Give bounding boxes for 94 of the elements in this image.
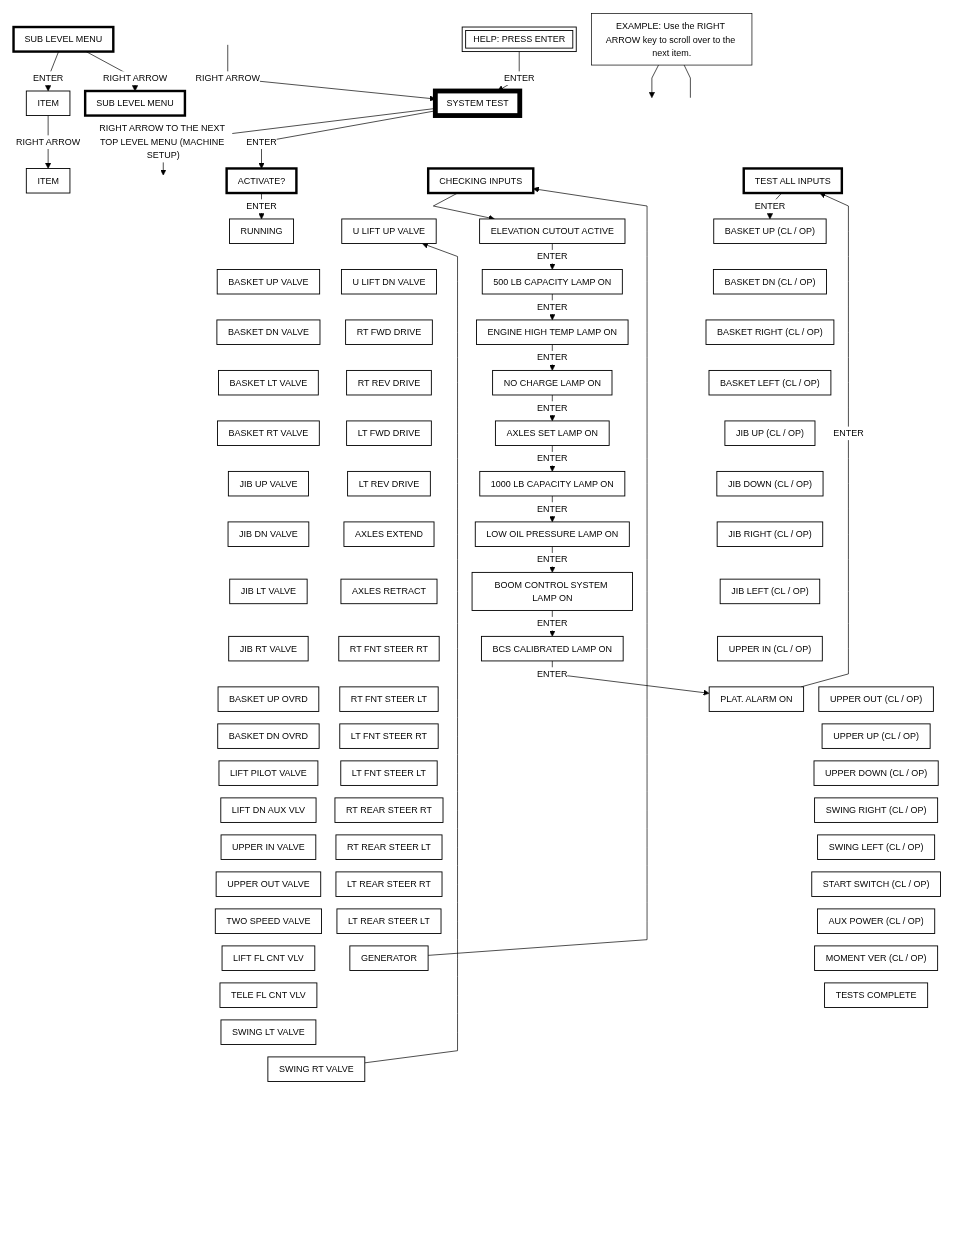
node-box: ITEM [25, 90, 71, 116]
node-box: ACTIVATE? [225, 167, 298, 195]
node-box: AXLES SET LAMP ON [494, 420, 610, 446]
edge-label: ENTER [537, 301, 568, 312]
node-box: BASKET UP (CL / OP) [713, 218, 827, 244]
node-box: JIB LEFT (CL / OP) [719, 578, 821, 605]
edge-label: RIGHT ARROW [102, 72, 168, 84]
node-box: TWO SPEED VALVE [214, 908, 322, 934]
node-box: ENGINE HIGH TEMP LAMP ON [476, 319, 629, 345]
edge-label: ENTER [537, 453, 568, 464]
node-box: UPPER UP (CL / OP) [821, 723, 931, 749]
node-box: CHECKING INPUTS [427, 167, 535, 195]
edge-label: ENTER [754, 200, 786, 211]
edge-label: ENTER [833, 427, 864, 439]
node-box: LT REAR STEER LT [336, 908, 442, 934]
node-box: RT REAR STEER RT [334, 797, 444, 823]
node-box: PLAT. ALARM ON [708, 686, 805, 712]
node-box: UPPER IN (CL / OP) [717, 635, 823, 662]
node-box: GENERATOR [349, 945, 429, 971]
node-box: BASKET LT VALVE [218, 370, 319, 396]
node-box: SWING LEFT (CL / OP) [817, 834, 936, 860]
node-box: RT FNT STEER LT [339, 686, 439, 712]
node-box: LT FWD DRIVE [346, 420, 432, 446]
node-box: JIB UP (CL / OP) [724, 420, 816, 446]
edge-label: ENTER [537, 402, 568, 413]
edge-label: ENTER [537, 554, 568, 565]
node-box: SWING LT VALVE [220, 1019, 317, 1045]
edge-label: ENTER [537, 352, 568, 363]
node-box: BASKET DN (CL / OP) [712, 269, 827, 295]
connector [683, 64, 691, 99]
node-box: UPPER IN VALVE [220, 834, 317, 860]
edge-label: ENTER [246, 200, 277, 211]
edge-label: ENTER [537, 503, 568, 514]
node-box: RUNNING [229, 218, 294, 244]
node-box: JIB DN VALVE [227, 521, 310, 547]
node-box: AXLES EXTEND [343, 521, 435, 547]
node-box: BASKET RT VALVE [217, 420, 320, 446]
node-box: LOW OIL PRESSURE LAMP ON [474, 521, 630, 547]
node-box: RT FNT STEER RT [338, 635, 440, 662]
edge-label: ENTER [246, 136, 277, 148]
node-box: LIFT FL CNT VLV [221, 945, 316, 971]
node-box: ITEM [25, 168, 71, 194]
node-box: BOOM CONTROL SYSTEM LAMP ON [471, 571, 633, 611]
node-box: NO CHARGE LAMP ON [492, 370, 613, 396]
node-box: LIFT PILOT VALVE [218, 760, 319, 786]
edge-label: RIGHT ARROW [195, 72, 260, 84]
node-box: BASKET LEFT (CL / OP) [708, 370, 832, 396]
node-box: RT REAR STEER LT [335, 834, 443, 860]
node-box: SUB LEVEL MENU [12, 25, 115, 53]
node-box: TESTS COMPLETE [824, 982, 929, 1008]
node-box: U LIFT DN VALVE [341, 269, 437, 295]
node-box: 1000 LB CAPACITY LAMP ON [479, 470, 626, 497]
node-box: RT FWD DRIVE [345, 319, 433, 345]
node-box: AUX POWER (CL / OP) [817, 908, 936, 934]
node-box: BASKET UP OVRD [217, 686, 320, 712]
node-box: JIB RIGHT (CL / OP) [716, 521, 824, 547]
node-box: ELEVATION CUTOUT ACTIVE [479, 218, 626, 244]
node-box: LIFT DN AUX VLV [220, 797, 317, 823]
node-box: BASKET RIGHT (CL / OP) [705, 319, 835, 345]
node-box: MOMENT VER (CL / OP) [814, 945, 939, 971]
node-box: BCS CALIBRATED LAMP ON [481, 635, 624, 662]
node-box: LT FNT STEER LT [340, 760, 438, 786]
node-box: JIB LT VALVE [229, 578, 308, 605]
node-box: LT REAR STEER RT [335, 871, 443, 897]
node-box: U LIFT UP VALVE [341, 218, 437, 244]
node-box: LT REV DRIVE [347, 470, 431, 497]
node-box: UPPER OUT VALVE [215, 871, 322, 897]
node-box: SWING RT VALVE [267, 1056, 366, 1082]
node-box: UPPER OUT (CL / OP) [818, 686, 934, 712]
node-box: EXAMPLE: Use the RIGHT ARROW key to scroll over to the next item. [591, 13, 753, 66]
node-box: JIB RT VALVE [228, 635, 309, 662]
node-box: START SWITCH (CL / OP) [811, 871, 941, 897]
edge-label: ENTER [537, 668, 568, 679]
edge-label: RIGHT ARROW TO THE NEXT TOP LEVEL MENU (MACHINE SETUP) [99, 123, 225, 161]
node-box: BASKET UP VALVE [216, 269, 321, 295]
edge-label: ENTER [537, 251, 568, 262]
node-box: AXLES RETRACT [340, 578, 438, 605]
node-box: SWING RIGHT (CL / OP) [814, 797, 939, 823]
node-box: TELE FL CNT VLV [219, 982, 318, 1008]
node-box: UPPER DOWN (CL / OP) [813, 760, 939, 786]
node-box: LT FNT STEER RT [339, 723, 439, 749]
edge-label: RIGHT ARROW [15, 136, 81, 148]
node-box: RT REV DRIVE [346, 370, 432, 396]
node-box: JIB UP VALVE [227, 470, 309, 497]
node-box: SYSTEM TEST [432, 88, 523, 118]
node-box: TEST ALL INPUTS [742, 167, 844, 195]
edge-label: ENTER [503, 72, 535, 84]
node-box: 500 LB CAPACITY LAMP ON [481, 269, 623, 295]
node-box: SUB LEVEL MENU [83, 89, 187, 117]
edge-label: ENTER [537, 618, 568, 629]
node-box: JIB DOWN (CL / OP) [716, 470, 824, 497]
edge-label: ENTER [32, 72, 64, 84]
node-box: BASKET DN OVRD [217, 723, 320, 749]
node-box: BASKET DN VALVE [216, 319, 321, 345]
